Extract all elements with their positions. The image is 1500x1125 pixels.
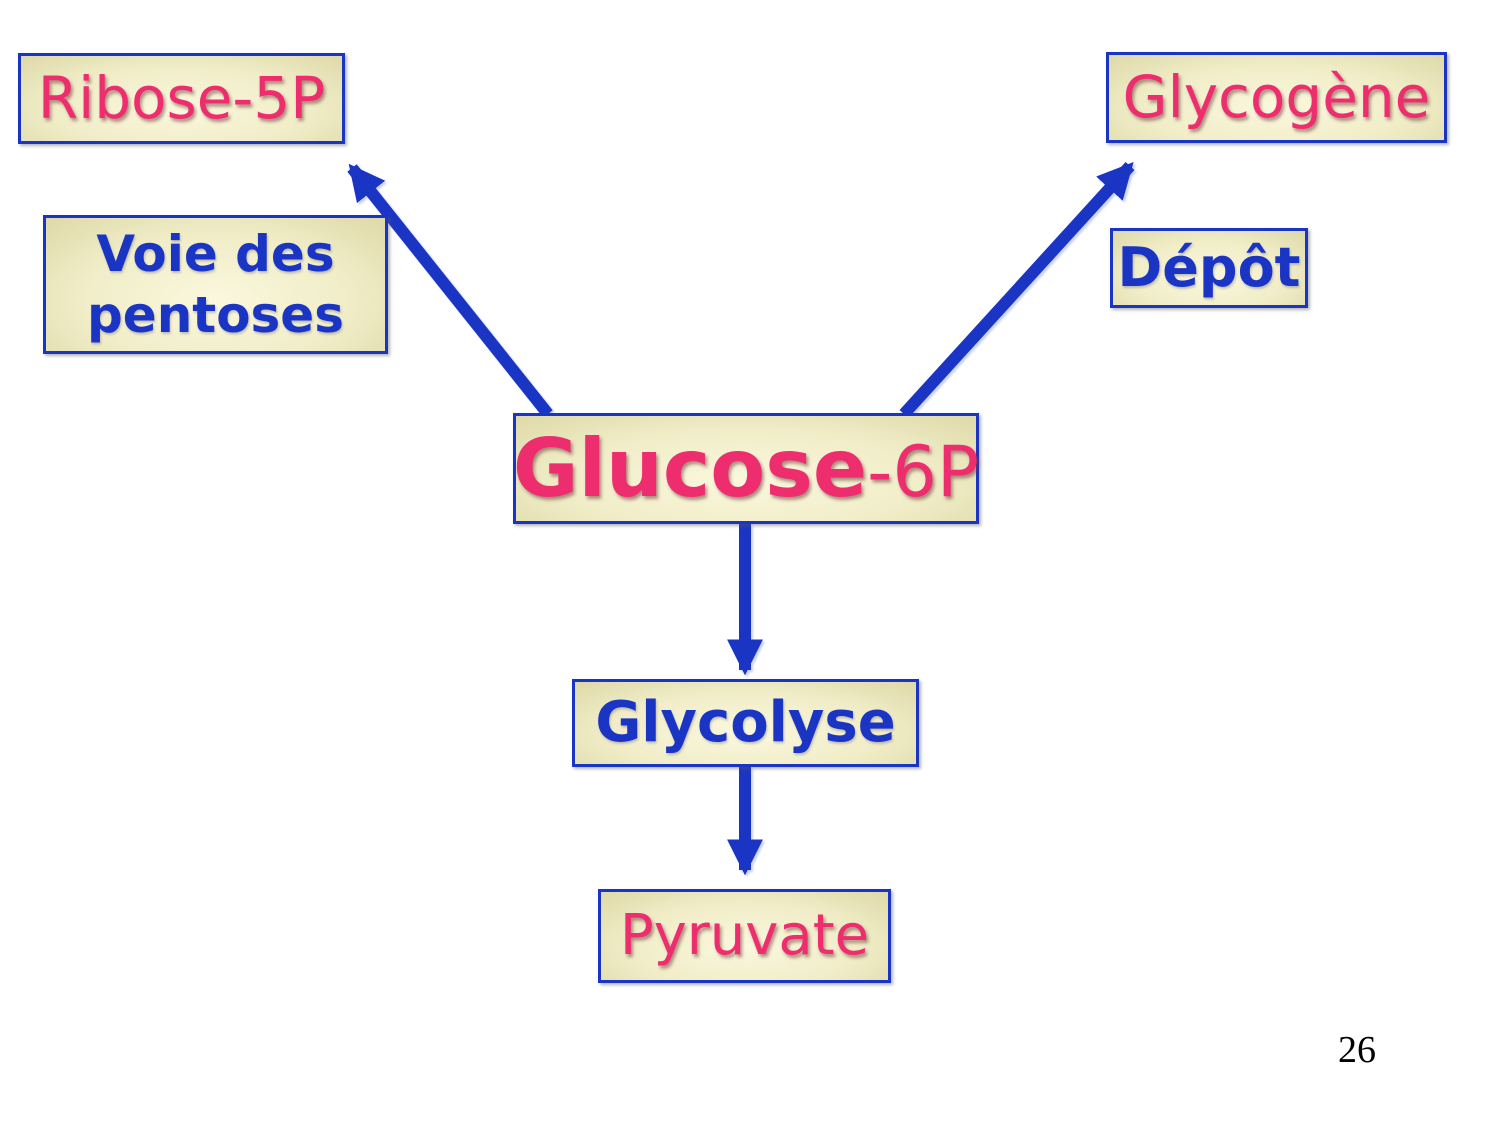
node-voie-des-pentoses: Voie des pentoses <box>43 215 388 354</box>
node-depot: Dépôt <box>1110 228 1308 308</box>
node-glycolyse: Glycolyse <box>572 679 919 767</box>
node-voie-des-pentoses-label: Voie des pentoses <box>87 224 344 344</box>
node-depot-label: Dépôt <box>1117 236 1301 300</box>
page-number: 26 <box>1338 1029 1376 1071</box>
edge-glucose-to-glycogene <box>899 161 1135 419</box>
node-glycogene: Glycogène <box>1106 52 1447 143</box>
node-ribose-5p-label: Ribose-5P <box>37 63 326 132</box>
node-pyruvate: Pyruvate <box>598 889 891 983</box>
node-pyruvate-label: Pyruvate <box>619 903 870 969</box>
node-glycolyse-label: Glycolyse <box>595 690 896 756</box>
node-glycogene-label: Glycogène <box>1122 62 1431 131</box>
node-glucose-6p-label: Glucose-6P <box>512 421 980 515</box>
node-ribose-5p: Ribose-5P <box>18 53 345 144</box>
node-glucose-6p: Glucose-6P <box>513 413 979 524</box>
